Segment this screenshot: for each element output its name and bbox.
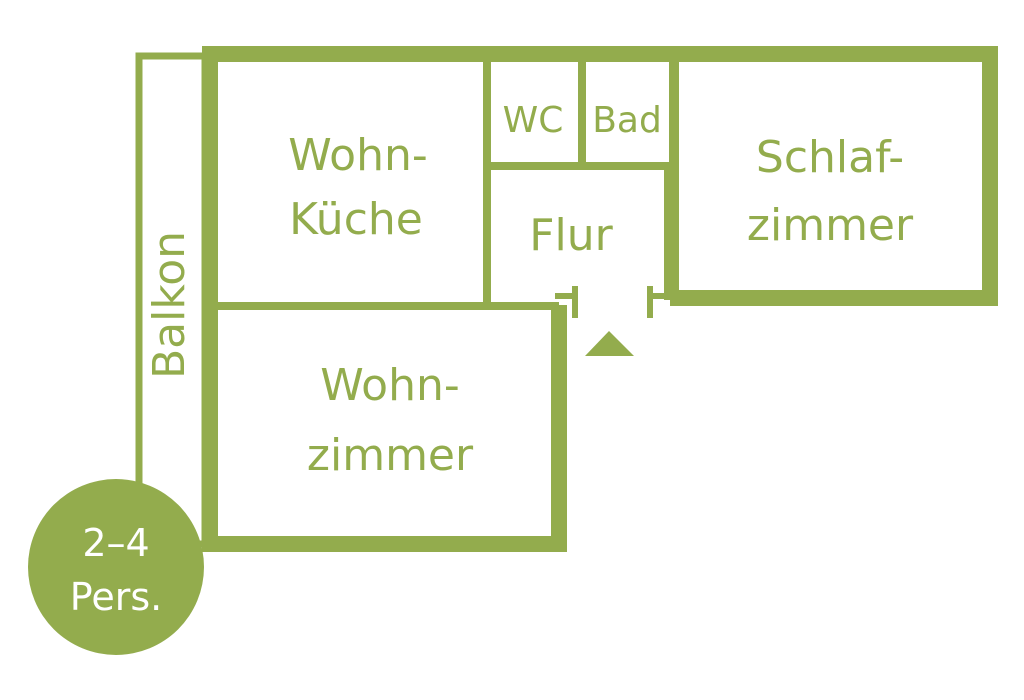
entrance-triangle-icon (585, 331, 634, 356)
room-label-wc: WC (503, 100, 564, 141)
persons-badge-range: 2–4 (82, 521, 149, 565)
outer-walls (202, 46, 998, 552)
room-label-bad: Bad (592, 100, 662, 141)
room-label-wohnzimmer-line1: Wohn- (320, 360, 460, 411)
room-label-schlafzimmer-line2: zimmer (747, 200, 914, 251)
persons-badge: 2–4 Pers. (28, 479, 204, 655)
persons-badge-unit: Pers. (70, 575, 162, 619)
room-label-wohnkueche-line1: Wohn- (288, 130, 428, 181)
persons-badge-circle (28, 479, 204, 655)
room-label-flur: Flur (529, 210, 613, 261)
interior-walls (214, 58, 679, 310)
room-label-wohnzimmer-line2: zimmer (307, 430, 474, 481)
room-label-schlafzimmer-line1: Schlaf- (756, 132, 904, 183)
room-label-balkon: Balkon (144, 231, 195, 379)
room-label-wohnkueche-line2: Küche (289, 194, 423, 245)
entrance-door-jambs (555, 286, 672, 318)
